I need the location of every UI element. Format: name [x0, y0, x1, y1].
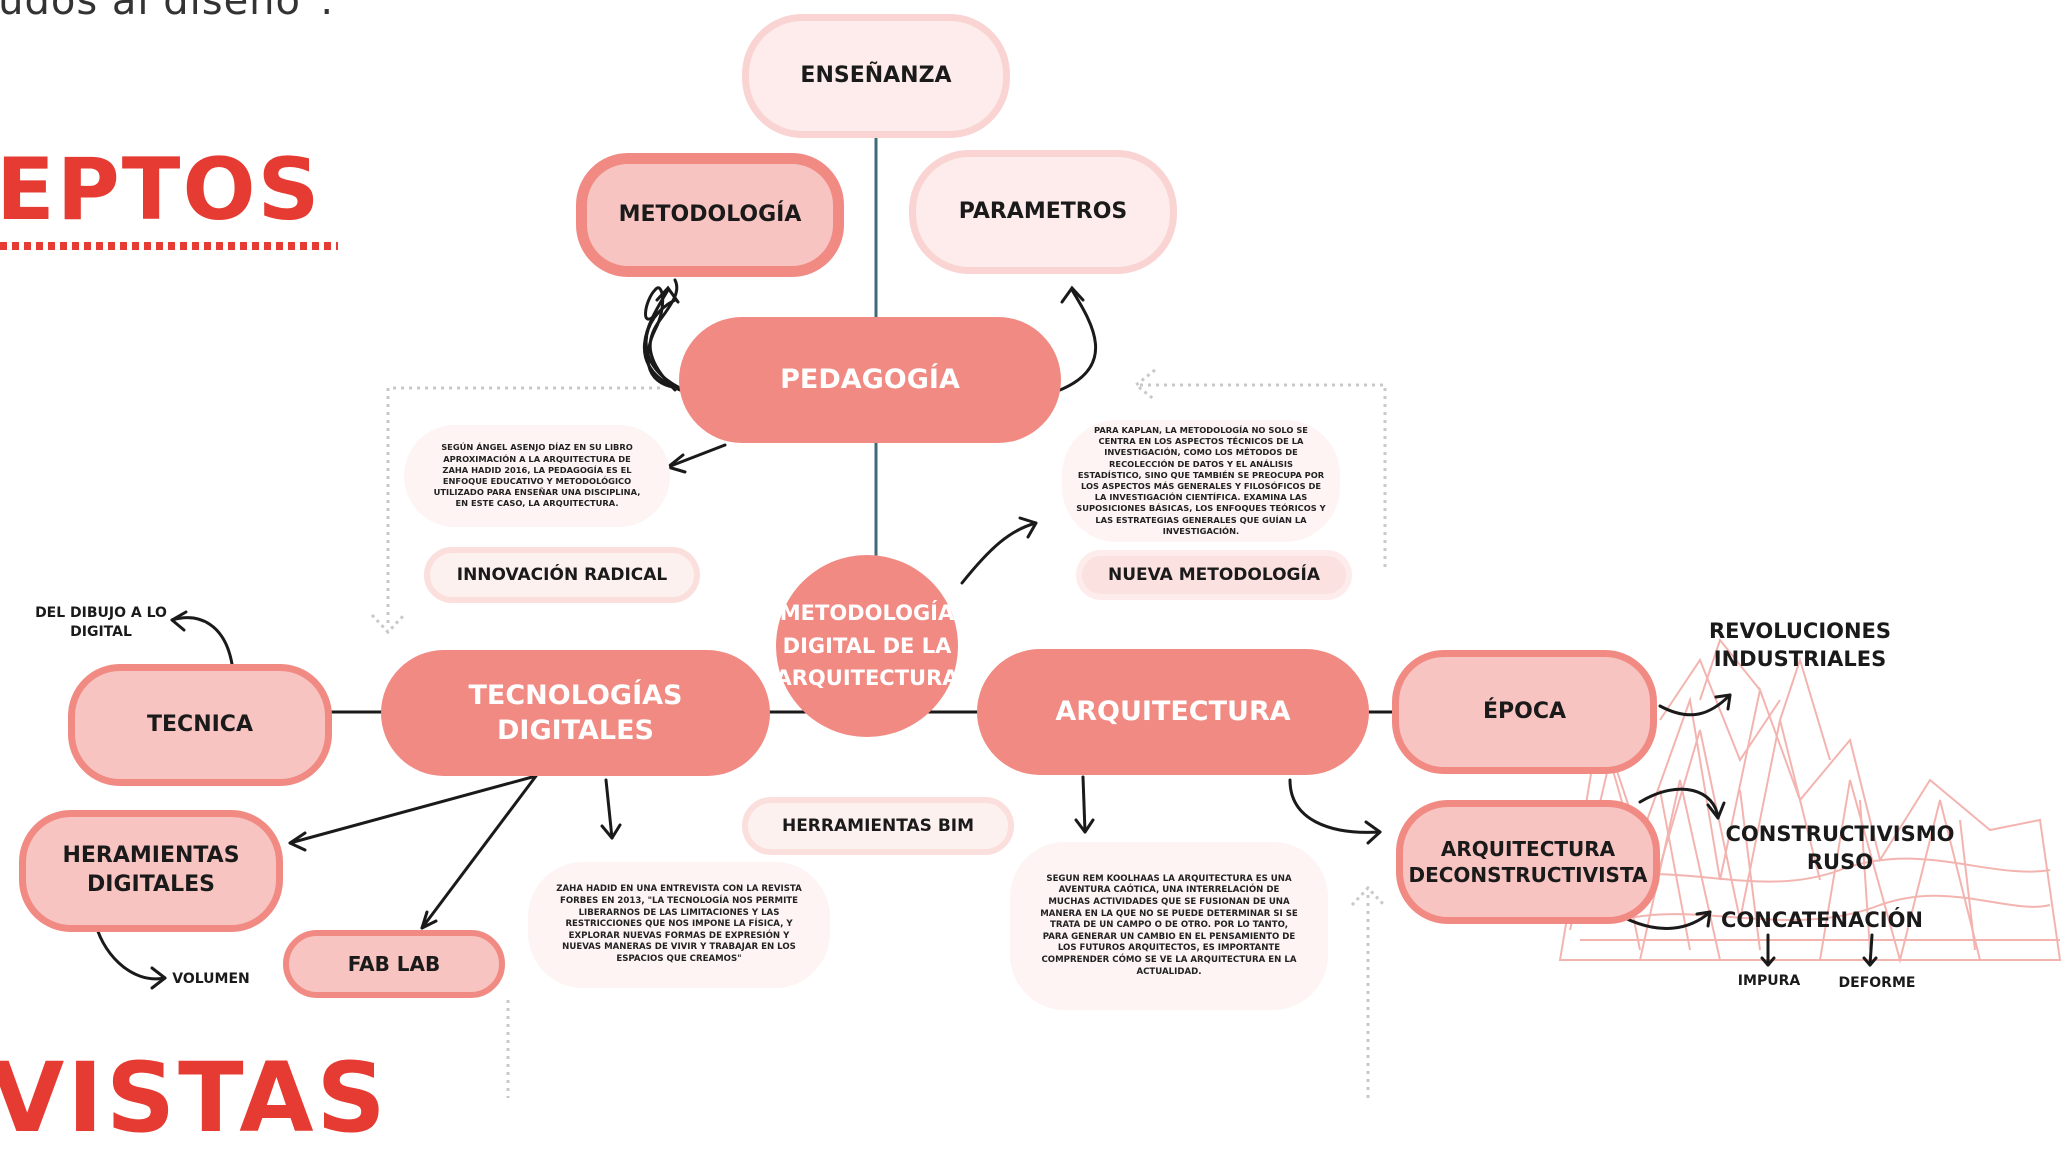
node-arquitectura[interactable]: ARQUITECTURA [977, 649, 1369, 775]
tag-herramientas-bim[interactable]: HERRAMIENTAS BIM [742, 797, 1014, 855]
label-deforme: DEFORME [1838, 975, 1916, 991]
center-node[interactable]: METODOLOGÍA DIGITAL DE LA ARQUITECTURA [776, 555, 959, 737]
loop-arrowheads [655, 285, 1085, 304]
note-zaha: ZAHA HADID EN UNA ENTREVISTA CON LA REVI… [528, 862, 830, 988]
tag-nueva-metodologia[interactable]: NUEVA METODOLOGÍA [1076, 550, 1352, 600]
dotted-frame-lines [386, 383, 1387, 1098]
label-constructivismo-ruso: CONSTRUCTIVISMO RUSO [1725, 822, 1955, 875]
node-pedagogia[interactable]: PEDAGOGÍA [679, 317, 1061, 443]
node-fab-lab[interactable]: FAB LAB [283, 930, 505, 998]
node-arquitectura-deconstructivista[interactable]: ARQUITECTURA DECONSTRUCTIVISTA [1396, 800, 1660, 924]
label-impura: IMPURA [1737, 973, 1801, 989]
node-ensenanza[interactable]: ENSEÑANZA [742, 14, 1010, 138]
node-parametros[interactable]: PARAMETROS [909, 150, 1177, 274]
node-epoca[interactable]: ÉPOCA [1392, 650, 1657, 774]
tag-innovacion-radical[interactable]: INNOVACIÓN RADICAL [424, 547, 700, 603]
node-tecnologias-digitales[interactable]: TECNOLOGÍAS DIGITALES [381, 650, 770, 776]
label-concatenacion: CONCATENACIÓN [1720, 908, 1924, 932]
note-asenjo: SEGÚN ÁNGEL ASENJO DÍAZ EN SU LIBRO APRO… [404, 425, 670, 527]
note-kaplan: PARA KAPLAN, LA METODOLOGÍA NO SOLO SE C… [1062, 420, 1340, 542]
hand-drawn-arrows [93, 278, 1878, 990]
label-revoluciones-industriales: REVOLUCIONES INDUSTRIALES [1708, 619, 1892, 672]
top-quote-text: judos al diseño". [0, 0, 335, 24]
node-heramientas-digitales[interactable]: HERAMIENTAS DIGITALES [19, 810, 283, 932]
node-metodologia[interactable]: METODOLOGÍA [576, 153, 844, 277]
vistas-heading: VISTAS [0, 1042, 389, 1154]
note-koolhaas: SEGUN REM KOOLHAAS LA ARQUITECTURA ES UN… [1010, 842, 1328, 1010]
label-dibujo-digital: DEL DIBUJO A LO DIGITAL [35, 605, 167, 640]
node-tecnica[interactable]: TECNICA [68, 664, 332, 786]
dotted-arrowheads [370, 368, 1386, 907]
label-volumen: VOLUMEN [172, 971, 250, 987]
concepts-heading: EPTOS [0, 140, 322, 240]
